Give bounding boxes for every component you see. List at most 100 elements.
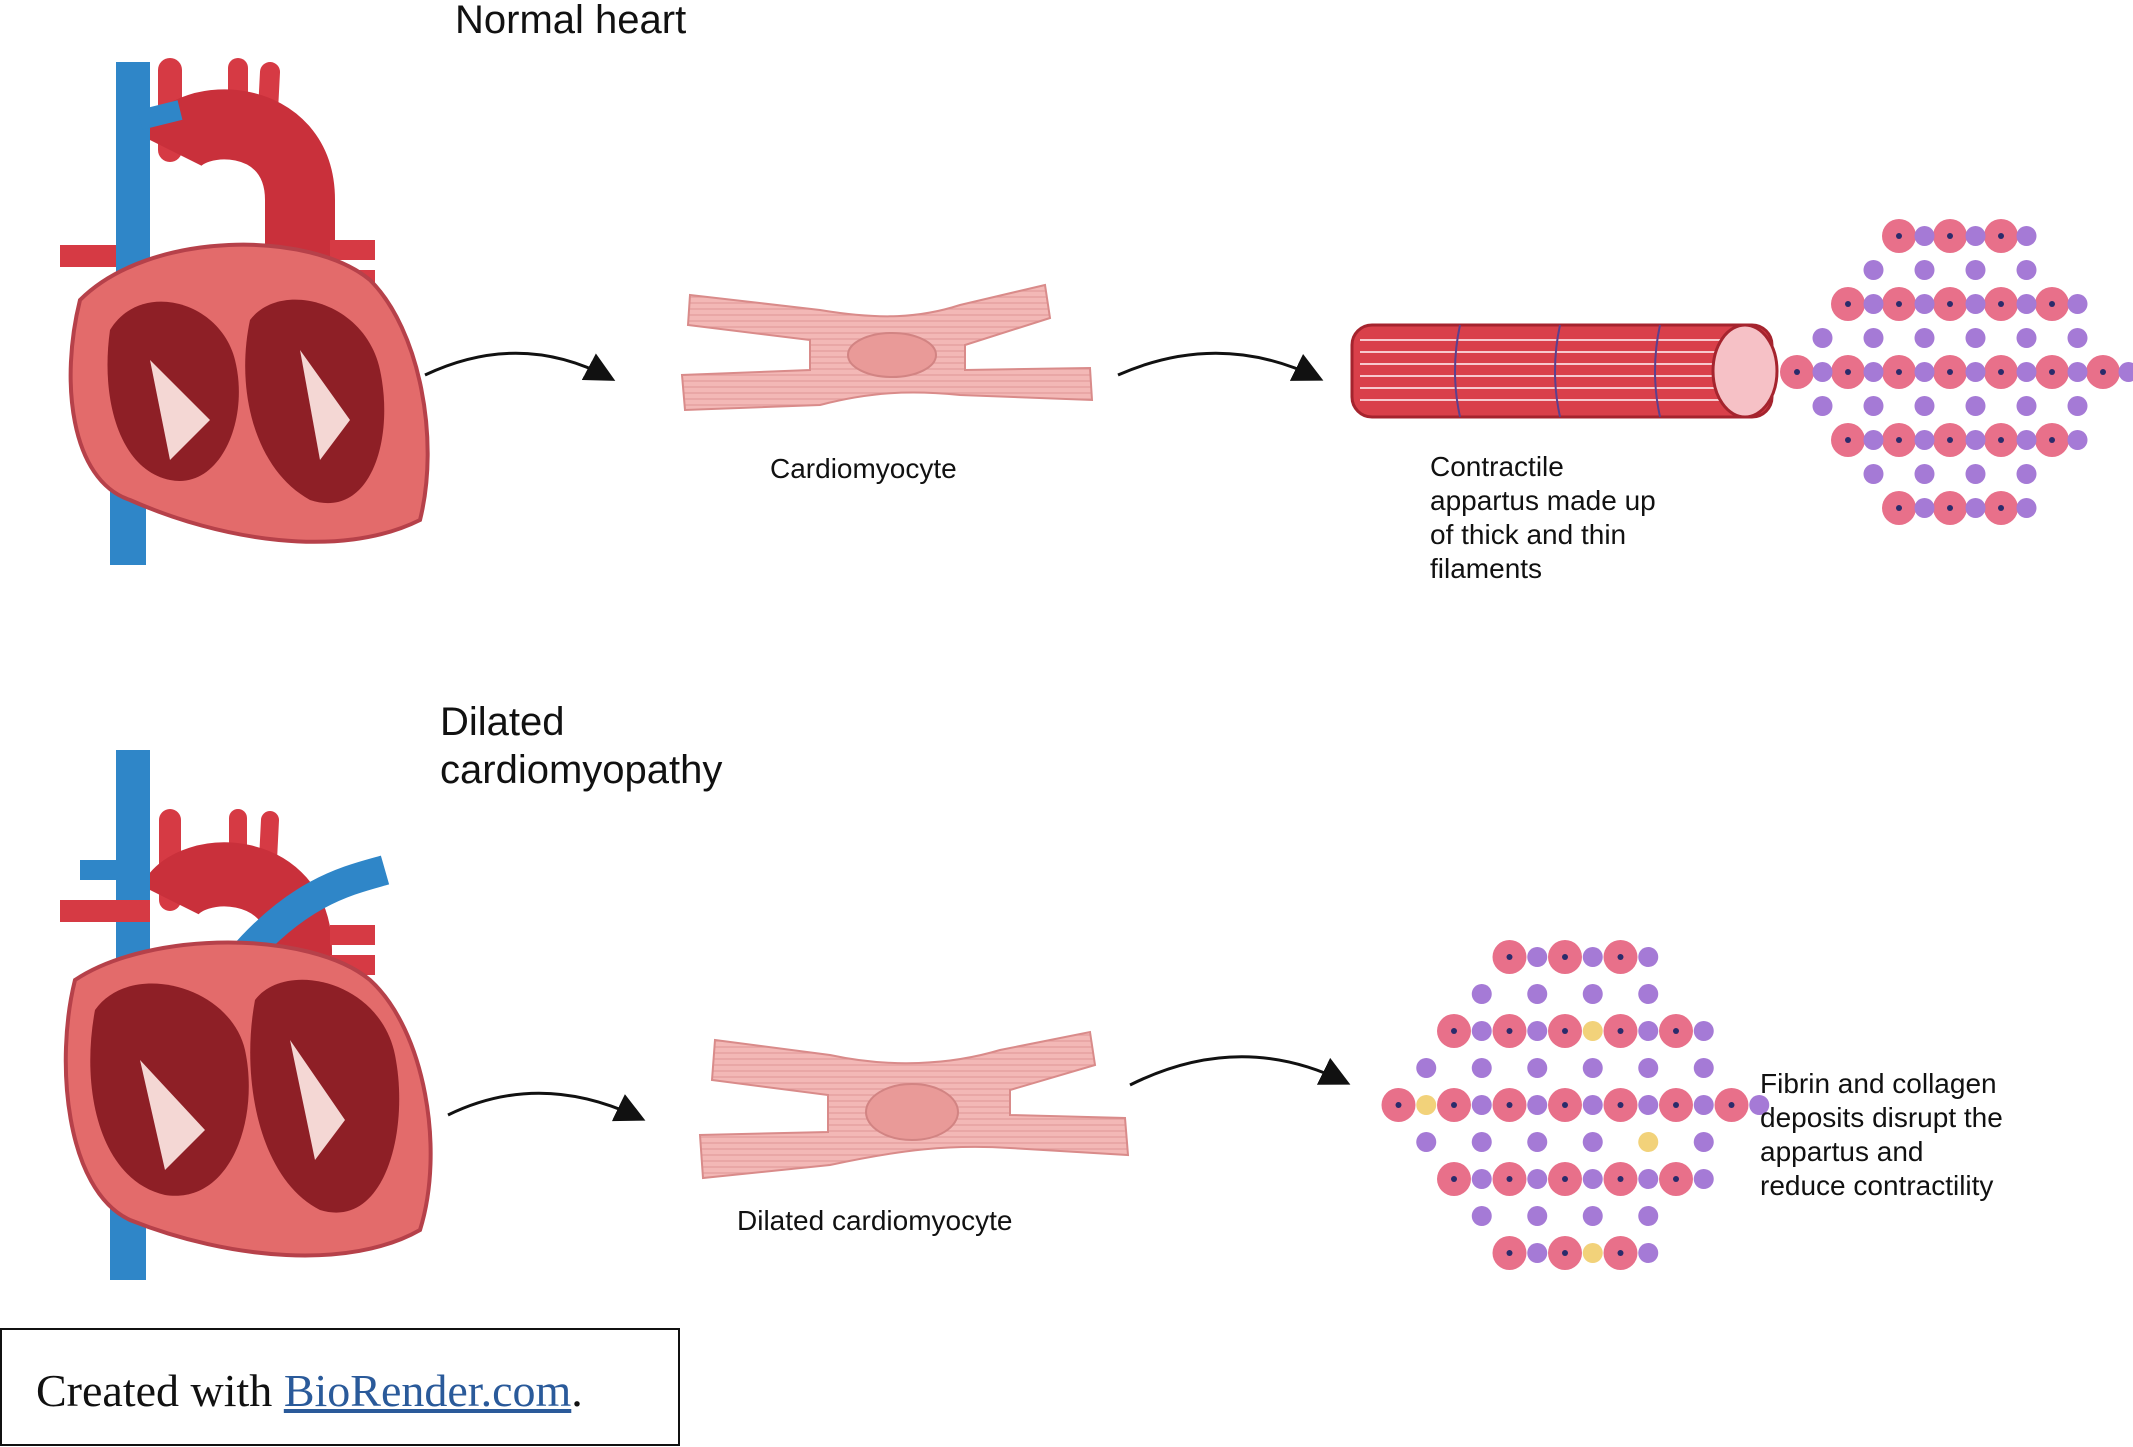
thin-filament: [2067, 362, 2088, 382]
contractile-apparatus-line: filaments: [1430, 553, 1543, 584]
thin-filament: [1863, 328, 1884, 348]
thin-filament: [1863, 362, 1884, 382]
thin-filament: [2016, 294, 2037, 314]
thin-filament: [1965, 294, 1986, 314]
filament-core: [1728, 1102, 1735, 1108]
thin-filament: [1693, 1132, 1714, 1152]
thin-filament: [1914, 464, 1935, 484]
dilated-heart-illustration: [60, 750, 433, 1280]
thin-filament: [1812, 362, 1833, 382]
thin-filament: [1527, 1095, 1548, 1115]
thin-filament: [1471, 1058, 1492, 1078]
thin-filament: [1638, 1169, 1659, 1189]
filament-core: [1562, 1176, 1568, 1182]
filament-core: [1845, 437, 1851, 443]
biorender-credit: Created with BioRender.com.: [36, 1364, 583, 1417]
credit-suffix: .: [571, 1365, 583, 1416]
filament-core: [1562, 1028, 1568, 1034]
thin-filament: [1693, 1058, 1714, 1078]
thin-filament: [1914, 430, 1935, 450]
thin-filament: [1527, 1058, 1548, 1078]
filament-core: [1617, 1176, 1624, 1182]
thin-filament: [1638, 1206, 1659, 1226]
filament-core: [1673, 1102, 1679, 1108]
thin-filament: [1471, 984, 1492, 1004]
contractile-apparatus-line: Contractile: [1430, 451, 1564, 482]
credit-prefix: Created with: [36, 1365, 284, 1416]
filament-core: [1896, 437, 1902, 443]
thin-filament: [2016, 430, 2037, 450]
thin-filament: [1812, 328, 1833, 348]
dilated-cardiomyopathy-title: Dilated cardiomyopathy: [440, 698, 722, 794]
normal-cardiomyocyte-illustration: [680, 283, 1094, 412]
filament-lattice-dilated: [1381, 940, 1770, 1270]
thin-filament: [2016, 498, 2037, 518]
thin-filament: [1965, 396, 1986, 416]
thin-filament: [1914, 498, 1935, 518]
filament-core: [1562, 1102, 1568, 1108]
filament-core: [1395, 1102, 1402, 1108]
thin-filament: [1582, 1132, 1603, 1152]
thin-filament: [2016, 464, 2037, 484]
thin-filament: [2067, 430, 2088, 450]
filament-core: [1673, 1176, 1679, 1182]
thin-filament: [2016, 260, 2037, 280]
filament-core: [1506, 1102, 1513, 1108]
filament-core: [1506, 954, 1513, 960]
filament-lattice-normal: [1780, 219, 2133, 525]
thin-filament: [1693, 1169, 1714, 1189]
dilated-title-line: cardiomyopathy: [440, 748, 723, 792]
filament-core: [1947, 505, 1953, 511]
filament-core: [1998, 437, 2004, 443]
dilated-title-line: Dilated: [440, 700, 565, 744]
thin-filament: [1582, 1206, 1603, 1226]
thin-filament: [1527, 984, 1548, 1004]
thin-filament: [1863, 294, 1884, 314]
filament-core: [1506, 1028, 1513, 1034]
biorender-credit-box: Created with BioRender.com.: [0, 1328, 680, 1446]
filament-core: [2049, 301, 2055, 307]
thin-filament: [2016, 396, 2037, 416]
thin-filament: [1416, 1132, 1437, 1152]
thin-filament: [1638, 984, 1659, 1004]
thin-filament: [1582, 984, 1603, 1004]
filament-core: [1451, 1176, 1457, 1182]
filament-core: [1617, 1028, 1624, 1034]
filament-core: [1794, 369, 1800, 375]
arrow-heart-to-cell-normal: [424, 351, 616, 381]
filament-core: [1896, 369, 1902, 375]
thin-filament: [1527, 1132, 1548, 1152]
thin-filament: [1471, 1132, 1492, 1152]
thin-filament: [1693, 1095, 1714, 1115]
thin-filament: [1471, 1095, 1492, 1115]
thin-filament: [1527, 947, 1548, 967]
thin-filament: [2067, 396, 2088, 416]
thin-filament: [1914, 294, 1935, 314]
filament-core: [1451, 1102, 1457, 1108]
thin-filament: [1965, 464, 1986, 484]
arrow-heart-to-cell-dilated: [447, 1091, 646, 1122]
normal-heart-title: Normal heart: [455, 0, 687, 42]
thin-filament: [1749, 1095, 1770, 1115]
collagen-deposit: [1582, 1021, 1603, 1041]
thin-filament: [1527, 1206, 1548, 1226]
filament-core: [1998, 369, 2004, 375]
biorender-link[interactable]: BioRender.com: [283, 1365, 572, 1416]
filament-core: [2100, 369, 2106, 375]
filament-core: [1947, 369, 1953, 375]
thin-filament: [1638, 1095, 1659, 1115]
myofibril-illustration: [1350, 323, 1779, 419]
thin-filament: [1471, 1206, 1492, 1226]
collagen-deposit: [1638, 1132, 1659, 1152]
fibrin-collagen-line: reduce contractility: [1760, 1170, 1994, 1201]
thin-filament: [1693, 1021, 1714, 1041]
fibrin-collagen-label: Fibrin and collagen deposits disrupt the…: [1760, 1067, 2003, 1203]
thin-filament: [1965, 226, 1986, 246]
collagen-deposit: [1582, 1243, 1603, 1263]
filament-core: [1896, 301, 1902, 307]
thin-filament: [1965, 328, 1986, 348]
thin-filament: [2016, 362, 2037, 382]
thin-filament: [1965, 498, 1986, 518]
thin-filament: [1582, 1058, 1603, 1078]
